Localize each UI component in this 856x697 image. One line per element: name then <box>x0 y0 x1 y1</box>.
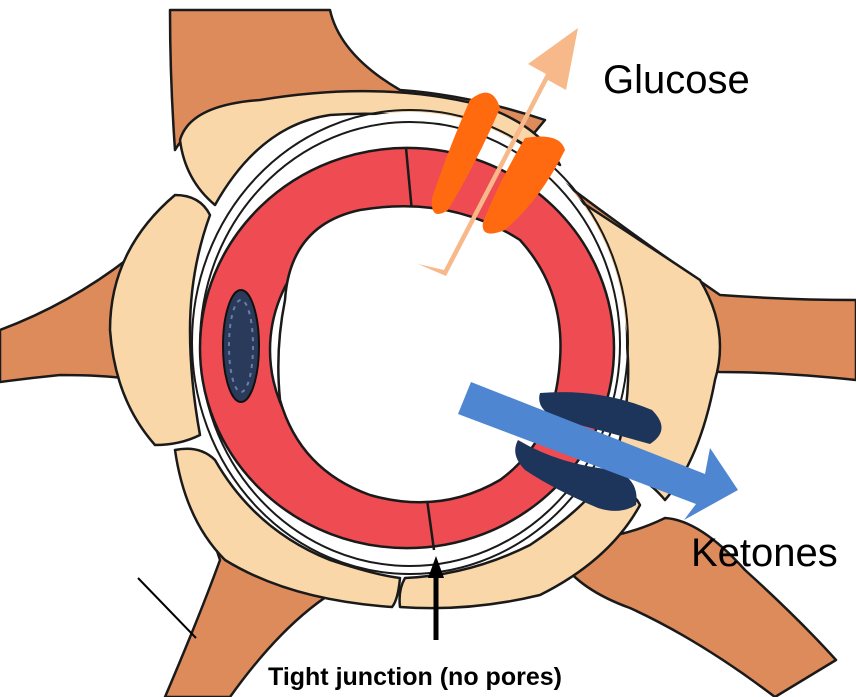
ketones-label: Ketones <box>691 531 838 575</box>
scale-line <box>138 578 196 638</box>
glucose-label: Glucose <box>603 58 750 102</box>
endothelial-nucleus <box>223 290 259 402</box>
tight-junction-caption: Tight junction (no pores) <box>268 663 562 691</box>
